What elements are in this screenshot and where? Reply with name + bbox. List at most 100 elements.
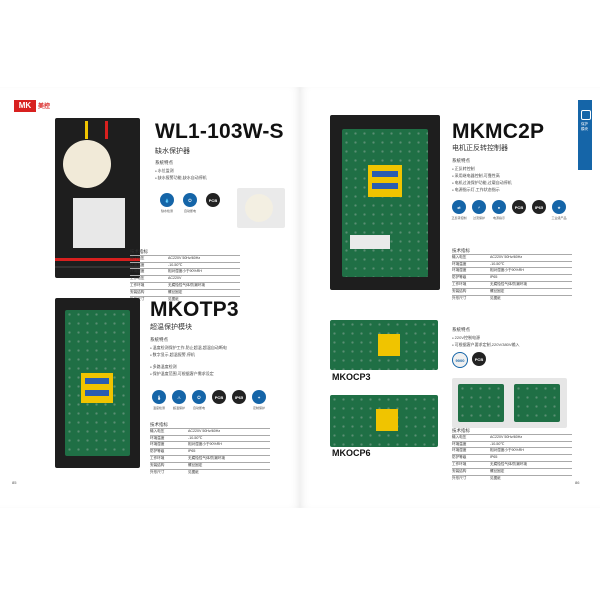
side-tab-label: 保护模块 — [581, 122, 588, 131]
variant-label-mkocp6: MKOCP6 — [332, 448, 371, 458]
product-photo-mkmc2p — [330, 115, 440, 290]
spec-val: 螺丝固定 — [490, 288, 505, 293]
logo-mark: MK — [14, 100, 36, 112]
product-photo-mkocp6 — [330, 395, 438, 447]
feature-mkocp-2: 可根据客户要求定制,220V/380V输入 — [452, 342, 572, 348]
icon-overheat: ⚠ — [172, 390, 186, 404]
features-header-wl1: 系统特点 — [155, 160, 173, 165]
left-page — [0, 87, 300, 508]
spec-val: 无腐蚀性气体/防潮环境 — [490, 461, 527, 466]
spec-val: -10-50℃ — [490, 261, 505, 266]
specs-header-wl1: 技术指标 — [130, 249, 148, 254]
product-subtitle-mkmc2p: 电机正反转控制器 — [452, 145, 508, 152]
spec-val: IP65 — [490, 455, 498, 460]
page-number-right: 86 — [575, 480, 580, 485]
spec-key: 输入电压 — [150, 428, 165, 433]
spec-key: 防护等级 — [452, 275, 467, 280]
icon-ip65: IP65 — [232, 390, 246, 404]
icon-label-mkmc2p-0: 正反转控制 — [451, 216, 467, 220]
icon-label-wl1-0: 缺水检测 — [160, 209, 173, 213]
spec-val: IP65 — [490, 275, 498, 280]
icon-auto-off: ⏻ — [192, 390, 206, 404]
spec-key: 防护等级 — [452, 455, 467, 460]
feature-mkmc2p-4: 电源指示灯,工作状态指示 — [452, 187, 572, 193]
spec-val: AC220V 50Hz/60Hz — [188, 428, 221, 433]
spec-val: 螺丝固定 — [168, 289, 183, 294]
spec-key: 输入电压 — [452, 434, 467, 439]
icon-overcurrent: ⚡ — [472, 200, 486, 214]
section-side-tab: 保护模块 — [578, 100, 592, 170]
icon-reverse: ⇄ — [452, 200, 466, 214]
product-photo-wl1 — [55, 118, 140, 278]
spec-key: 环境温度 — [150, 435, 165, 440]
spec-key: 环境湿度 — [452, 268, 467, 273]
icon-ip65: IP65 — [532, 200, 546, 214]
icon-label-wl1-1: 自动断电 — [183, 209, 196, 213]
spec-val: -10-50℃ — [168, 262, 183, 267]
spec-key: 工作环境 — [452, 281, 467, 286]
product-photo-mkotp3 — [55, 298, 140, 468]
spec-val: -10-50℃ — [490, 441, 505, 446]
product-photo-mkocp3 — [330, 320, 438, 370]
spec-val: 无腐蚀性气体/防潮环境 — [188, 455, 225, 460]
spec-val: 相对湿度小于90%RH — [490, 448, 524, 453]
spec-val: 相对湿度小于90%RH — [168, 269, 202, 274]
spec-key: 环境湿度 — [452, 448, 467, 453]
spec-key: 工作环境 — [452, 461, 467, 466]
spec-key: 输入电压 — [452, 254, 467, 259]
icon-pcb: PCB — [212, 390, 226, 404]
spec-key: 输入电压 — [130, 255, 145, 260]
spec-key: 环境湿度 — [130, 269, 145, 274]
specs-header-mkocp: 技术指标 — [452, 428, 470, 433]
icon-water-detect: 💧 — [160, 193, 174, 207]
product-photo-mkocp-module — [452, 378, 567, 428]
features-header-mkmc2p: 系统特点 — [452, 158, 470, 163]
spec-val: 见图纸 — [490, 295, 501, 300]
feature-mkocp-1: 220V控制电源 — [452, 335, 572, 341]
product-subtitle-wl1: 缺水保护器 — [155, 148, 190, 155]
spec-val: 相对湿度小于90%RH — [188, 442, 222, 447]
spec-val: -10-50℃ — [188, 435, 203, 440]
spec-key: 工作环境 — [130, 282, 145, 287]
icon-label-mkotp3-2: 自动断电 — [192, 406, 205, 410]
product-title-wl1: WL1-103W-S — [155, 120, 284, 143]
spec-val: 相对湿度小于90%RH — [490, 268, 524, 273]
feature-mkotp3-4: 保护温度范围,可根据客户需求设定 — [150, 371, 280, 377]
spec-val: 螺丝固定 — [188, 462, 203, 467]
specs-header-mkmc2p: 技术指标 — [452, 248, 470, 253]
feature-mkmc2p-1: 正反转控制 — [452, 166, 572, 172]
variant-label-mkocp3: MKOCP3 — [332, 372, 371, 382]
spec-key: 环境温度 — [452, 261, 467, 266]
spec-val: 见图纸 — [168, 296, 179, 301]
icon-power: ● — [492, 200, 506, 214]
spec-key: 环境温度 — [130, 262, 145, 267]
icon-label-mkmc2p-2: 电源指示 — [492, 216, 505, 220]
spec-val: AC220V 50Hz/60Hz — [490, 434, 523, 439]
feature-mkmc2p-2: 采用继电器控制,可靠性高 — [452, 173, 572, 179]
icon-pcb: PCB — [472, 352, 486, 366]
icon-auto-off: ⏻ — [183, 193, 197, 207]
feature-wl1-2: 缺水报警功能,缺水自动停机 — [155, 175, 207, 181]
spec-val: 无腐蚀性气体/防潮环境 — [168, 282, 205, 287]
brand-logo: MK 美控 — [14, 100, 56, 112]
features-header-mkotp3: 系统特点 — [150, 337, 168, 342]
feature-mkotp3-2: 数字显示,超温报警,停机 — [150, 352, 280, 358]
product-title-mkmc2p: MKMC2P — [452, 120, 545, 143]
feature-mkotp3-3: 多路温度检测 — [150, 364, 280, 370]
icon-temp-detect: 🌡 — [152, 390, 166, 404]
features-header-mkocp: 系统特点 — [452, 327, 470, 332]
product-subtitle-mkotp3: 超温保护模块 — [150, 324, 192, 331]
icon-label-mkotp3-5: 定制保护 — [252, 406, 265, 410]
spec-val: 见图纸 — [490, 475, 501, 480]
product-title-mkotp3: MKOTP3 — [150, 298, 239, 321]
spec-val: AC220V — [168, 276, 182, 281]
spec-val: 见图纸 — [188, 469, 199, 474]
tab-icon — [581, 110, 591, 120]
spec-key: 安装结构 — [452, 468, 467, 473]
spec-key: 防护等级 — [150, 449, 165, 454]
specs-header-mkotp3: 技术指标 — [150, 422, 168, 427]
